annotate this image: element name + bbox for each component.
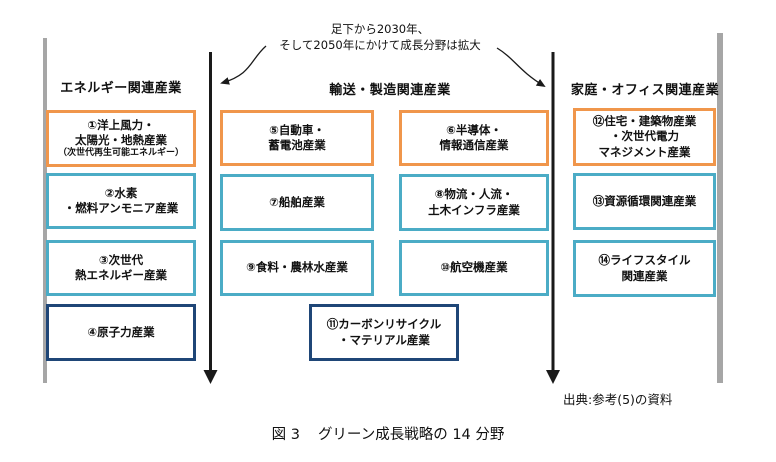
header-energy-industries: エネルギー関連産業 [60,81,182,96]
box-line: ⑩航空機産業 [440,260,508,275]
header-transport-manufacturing-industries: 輸送・製造関連産業 [329,83,451,98]
box-line: ⑧物流・人流・ [434,187,514,202]
industry-box-1-offshore-wind-solar-geothermal: ①洋上風力・ 太陽光・地熱産業 （次世代再生可能エネルギー） [46,110,196,167]
box-note: （次世代再生可能エネルギー） [57,148,184,159]
annotation-line-1: 足下から2030年、 [330,22,430,36]
box-line: 土木インフラ産業 [428,202,520,217]
box-line: ①洋上風力・ [87,117,155,132]
box-line: 熱エネルギー産業 [75,268,167,282]
box-line: 関連産業 [621,268,668,283]
industry-box-3-next-gen-thermal-energy: ③次世代 熱エネルギー産業 [46,240,196,296]
industry-box-14-lifestyle: ⑭ライフスタイル 関連産業 [573,240,716,297]
industry-box-5-automobile-storage-battery: ⑤自動車・ 蓄電池産業 [220,110,374,166]
box-line: ⑨食料・農林水産業 [246,260,348,275]
industry-box-10-aircraft: ⑩航空機産業 [399,240,549,296]
industry-box-9-food-agriculture-forestry-fisheries: ⑨食料・農林水産業 [220,240,374,296]
box-line: 情報通信産業 [439,138,509,152]
annotation-line-2: そして2050年にかけて成長分野は拡大 [279,37,481,52]
box-line: ・マテリアル産業 [338,332,430,347]
figure-caption: 図 3 グリーン成長戦略の 14 分野 [0,423,776,444]
industry-box-8-logistics-people-flow-civil-infrastructure: ⑧物流・人流・ 土木インフラ産業 [399,174,549,231]
industry-box-2-hydrogen-fuel-ammonia: ②水素 ・燃料アンモニア産業 [46,173,196,229]
box-line: ⑪カーボンリサイクル [326,317,442,332]
industry-box-7-shipbuilding: ⑦船舶産業 [220,174,374,231]
timeline-arrow-left [203,52,218,384]
box-line: 蓄電池産業 [268,138,326,152]
box-line: ・次世代電力 [610,129,679,144]
right-gray-bar [717,33,723,383]
left-gray-bar [43,38,47,383]
box-line: ⑭ライフスタイル [598,253,691,268]
figure-caption-label: 図 3 [271,427,300,443]
box-line: 太陽光・地熱産業 [75,132,167,147]
box-line: ②水素 [104,185,138,200]
box-line: ⑥半導体・ [446,122,502,137]
industry-box-4-nuclear: ④原子力産業 [46,304,196,361]
box-line: マネジメント産業 [598,144,691,159]
timeline-annotation: 足下から2030年、 そして2050年にかけて成長分野は拡大 [240,22,520,53]
box-line: ・燃料アンモニア産業 [63,201,179,215]
industry-box-11-carbon-recycling-materials: ⑪カーボンリサイクル ・マテリアル産業 [309,304,459,361]
industry-box-13-resource-circulation: ⑬資源循環関連産業 [573,173,716,230]
industry-box-6-semiconductor-ict: ⑥半導体・ 情報通信産業 [399,110,549,166]
box-line: ③次世代 [98,252,144,267]
box-line: ⑤自動車・ [269,122,325,137]
box-line: ⑦船舶産業 [269,194,325,209]
source-note: 出典:参考(5)の資料 [563,392,673,407]
box-line: ④原子力産業 [87,324,155,339]
figure-caption-title: グリーン成長戦略の 14 分野 [317,427,505,443]
box-line: ⑫住宅・建築物産業 [592,114,697,129]
box-line: ⑬資源循環関連産業 [592,193,697,208]
industry-box-12-housing-building-next-gen-power-management: ⑫住宅・建築物産業 ・次世代電力 マネジメント産業 [573,108,716,166]
header-home-office-industries: 家庭・オフィス関連産業 [570,83,720,98]
